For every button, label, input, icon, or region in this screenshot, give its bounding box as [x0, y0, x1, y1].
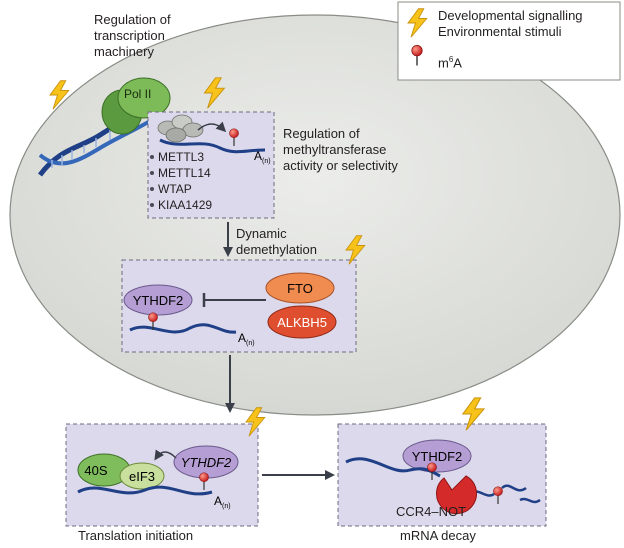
recruitment-arrow — [154, 449, 177, 461]
translation-polya-label: A(n) — [214, 494, 231, 510]
mrna-decay-label: mRNA decay — [400, 528, 476, 543]
methylation-arrow — [197, 121, 227, 133]
eif3-factor — [119, 462, 165, 490]
transcription-heading-line2: transcription — [94, 28, 165, 43]
methyltransferase-heading-line3: activity or selectivity — [283, 158, 398, 173]
legend-box — [397, 1, 621, 81]
alkbh5-eraser — [267, 305, 337, 339]
legend-signal-line2: Environmental stimuli — [438, 24, 562, 39]
ccr4-not-complex — [436, 475, 478, 515]
writer-bullet — [150, 155, 154, 159]
alkbh5-label: ALKBH5 — [277, 315, 327, 330]
writer-item: WTAP — [158, 182, 192, 196]
writer-item: KIAA1429 — [158, 198, 213, 212]
writer-polya-label: A(n) — [254, 149, 271, 165]
writer-bullet — [150, 187, 154, 191]
ccr4-not-label: CCR4–NOT — [396, 504, 467, 519]
ythdf2-label: YTHDF2 — [133, 293, 184, 308]
nascent-rna — [159, 138, 266, 154]
fto-eraser — [265, 272, 335, 304]
methyltransferase-heading-line1: Regulation of — [283, 126, 360, 141]
methyltransferase-heading-line2: methyltransferase — [283, 142, 387, 157]
methyltransferase-complex — [157, 114, 204, 143]
writer-item: METTL3 — [158, 150, 205, 164]
ythdf2-reader — [123, 284, 193, 316]
demethylation-heading-line1: Dynamic — [236, 226, 287, 241]
pol-ii-enzyme — [101, 77, 171, 135]
decay-ythdf2-reader — [402, 439, 472, 473]
writer-item: METTL14 — [158, 166, 211, 180]
demethylation-rna — [129, 323, 237, 334]
demethylation-polya-label: A(n) — [238, 331, 255, 347]
inhibition-arrow — [202, 293, 266, 307]
demethylation-heading-line2: demethylation — [236, 242, 317, 257]
rna-fragment — [519, 497, 541, 504]
writer-bullet — [150, 203, 154, 207]
decay-ythdf2-label: YTHDF2 — [412, 449, 463, 464]
translation-initiation-label: Translation initiation — [78, 528, 194, 543]
transcription-heading-line3: machinery — [94, 44, 154, 59]
translation-ythdf2-label: YTHDF2 — [181, 455, 232, 470]
rna-fragment — [501, 484, 527, 492]
eif3-label: eIF3 — [129, 469, 155, 484]
legend-signal-line1: Developmental signalling — [438, 8, 583, 23]
ribosome-40s-label: 40S — [84, 463, 107, 478]
writer-bullet — [150, 171, 154, 175]
translation-rna — [77, 485, 213, 496]
transcription-heading-line1: Regulation of — [94, 12, 171, 27]
pol-ii-label: Pol II — [124, 87, 151, 101]
legend-m6a-label: m6A — [438, 55, 462, 71]
fto-label: FTO — [287, 281, 313, 296]
